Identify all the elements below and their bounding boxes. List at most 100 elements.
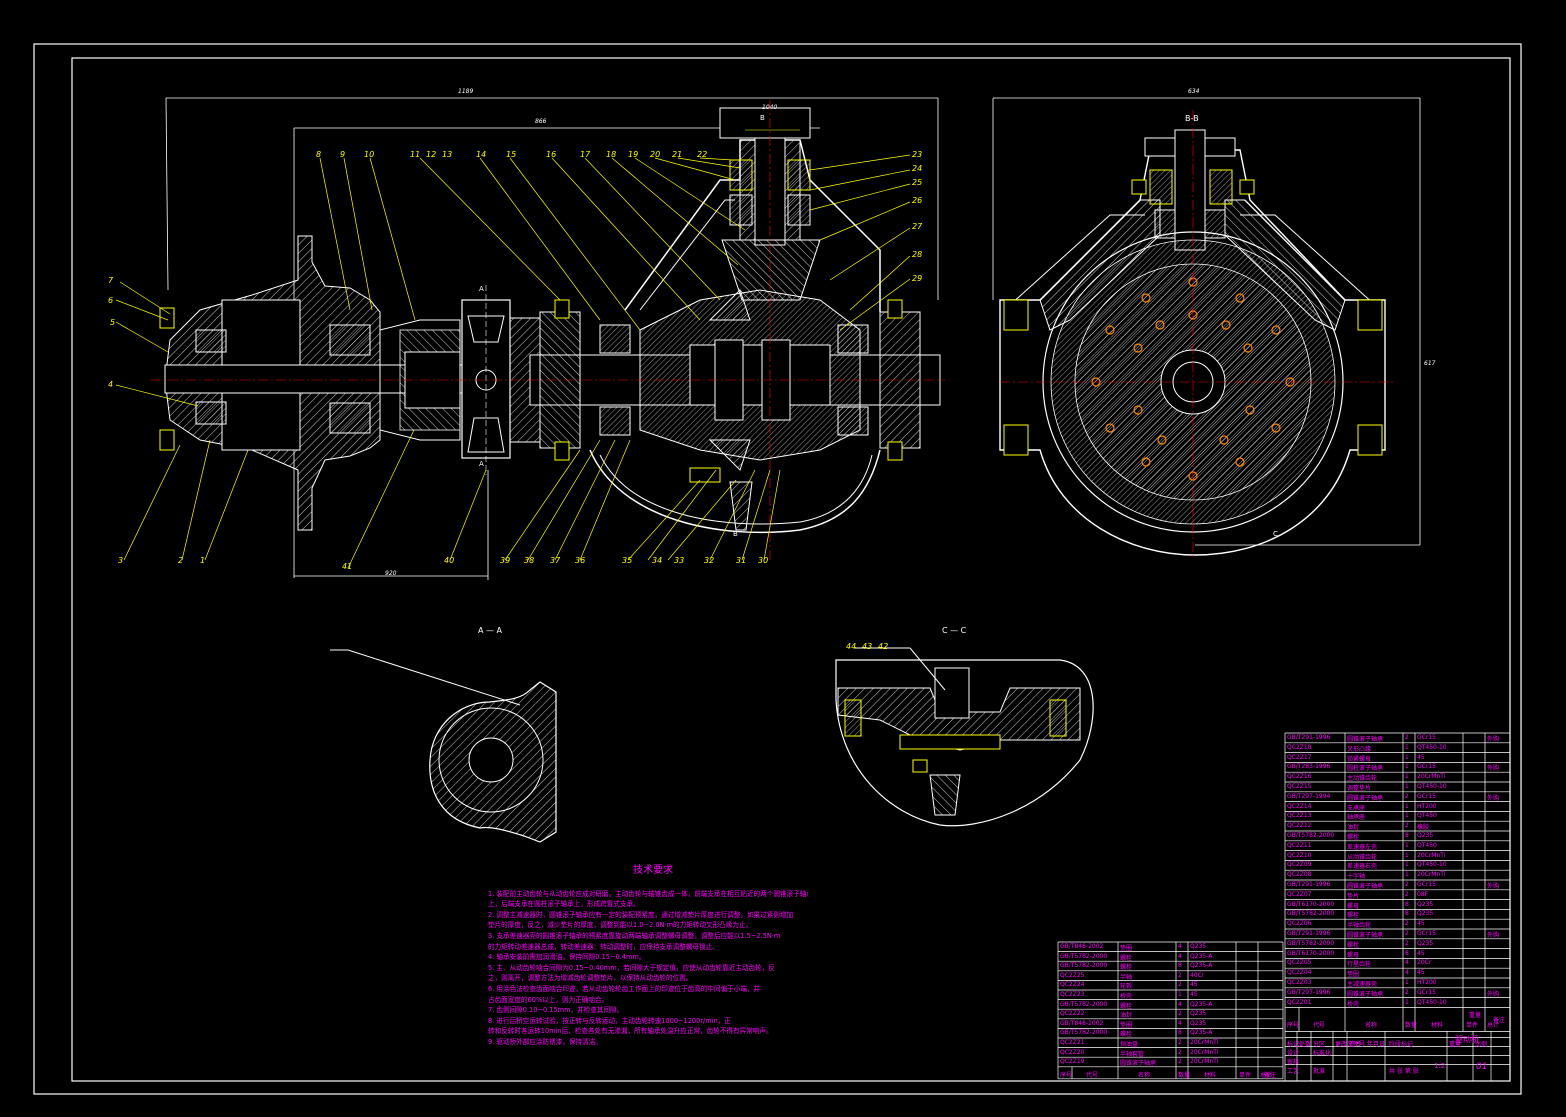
part-callout: 22 bbox=[697, 150, 708, 159]
part-callout: 1 bbox=[200, 556, 206, 565]
bom-part-code: QC2Z18 bbox=[1287, 743, 1312, 751]
bom-part-qty: 1 bbox=[1405, 753, 1409, 761]
bom-part-qty: 2 bbox=[1405, 881, 1409, 888]
drawing-number: 01 bbox=[1476, 1062, 1488, 1072]
bom-part-code: QC2Z22 bbox=[1060, 1010, 1085, 1018]
bom-part-qty: 1 bbox=[1405, 802, 1409, 810]
part-callout: 7 bbox=[108, 276, 114, 285]
section-aa-view bbox=[330, 649, 557, 843]
bom-header: 单件 bbox=[1466, 1022, 1479, 1030]
bom-part-name: 轴承座 bbox=[1347, 814, 1366, 822]
bom-part-code: QC2Z23 bbox=[1060, 991, 1085, 998]
bom-part-material: 20CrMnTi bbox=[1190, 1048, 1219, 1056]
bom-part-code: GB/T5782-2000 bbox=[1060, 1000, 1108, 1008]
bom-part-qty: 1 bbox=[1405, 783, 1409, 790]
bom-part-note: 外购 bbox=[1487, 883, 1500, 890]
bom-part-code: QC2Z20 bbox=[1060, 1048, 1085, 1056]
part-callout: 21 bbox=[672, 150, 683, 159]
requirement-line: 转和反转时各运转10min后，检查各处有无渗漏，所有轴承处温升应正常，齿轮不得有… bbox=[488, 1027, 773, 1036]
bom-part-qty: 8 bbox=[1405, 900, 1409, 908]
requirement-line: 垫片的厚度，反之，减少垫片的厚度，调整到能以1.0~2.0N·m的力矩转动叉形凸… bbox=[488, 921, 753, 930]
bom-part-qty: 2 bbox=[1178, 971, 1182, 979]
bom-part-qty: 2 bbox=[1405, 920, 1409, 928]
bom-part-material: Q235 bbox=[1417, 832, 1434, 839]
bom-part-code: QC2Z25 bbox=[1060, 971, 1085, 979]
bom-part-qty: 2 bbox=[1178, 981, 1182, 989]
drawing-scale: 1:2 bbox=[1434, 1062, 1446, 1070]
view-marker: B bbox=[733, 530, 738, 538]
bom-part-qty: 1 bbox=[1405, 851, 1409, 859]
bom-part-name: 行星齿轮 bbox=[1347, 961, 1372, 969]
bom-part-qty: 4 bbox=[1178, 1000, 1182, 1008]
dimension-height: 617 bbox=[1424, 360, 1436, 367]
bom-part-material: GCr15 bbox=[1417, 792, 1436, 800]
section-title-cc: C — C bbox=[942, 626, 967, 635]
bom-part-material: GCr15 bbox=[1417, 930, 1436, 937]
dimension-side-width: 634 bbox=[1188, 88, 1200, 95]
bom-header: 单件 bbox=[1239, 1071, 1252, 1079]
bom-part-code: GB/T848-2002 bbox=[1060, 1019, 1104, 1027]
part-callout: 23 bbox=[912, 150, 923, 159]
bom-part-qty: 1 bbox=[1405, 743, 1409, 751]
bom-part-name: 螺栓 bbox=[1120, 964, 1133, 972]
requirement-line: 5. 主、从动齿轮啮合间隙为0.15~0.40mm，若间隙大于规定值，应使从动齿… bbox=[488, 963, 775, 972]
part-callout: 43 bbox=[862, 642, 873, 651]
bom-part-code: QC2Z13 bbox=[1287, 812, 1312, 820]
bom-part-name: 桥壳 bbox=[1347, 1000, 1360, 1008]
bom-part-qty: 2 bbox=[1405, 939, 1409, 947]
bom-part-note: 外购 bbox=[1487, 932, 1500, 939]
bom-part-code: QC2Z10 bbox=[1287, 851, 1312, 859]
bom-part-qty: 2 bbox=[1405, 734, 1409, 741]
bom-part-code: QC2Z01 bbox=[1287, 998, 1312, 1006]
bom-part-material: GCr15 bbox=[1417, 763, 1436, 771]
part-callout: 9 bbox=[340, 150, 346, 159]
bom-part-material: 20Cr bbox=[1417, 959, 1432, 967]
requirement-line: 1. 装配前主动齿轮与从动齿轮应成对研磨，主动齿轮与轴锥齿成一体，前端支承在相互… bbox=[488, 889, 808, 898]
bom-part-name: 垫片 bbox=[1347, 892, 1360, 900]
part-callout: 44 bbox=[846, 642, 857, 651]
bom-part-material: 45 bbox=[1417, 920, 1425, 928]
bom-part-code: QC2Z21 bbox=[1060, 1039, 1085, 1046]
bom-part-name: 半轴 bbox=[1120, 973, 1133, 981]
part-callout: 32 bbox=[704, 556, 715, 565]
bom-part-material: Q235-A bbox=[1190, 1029, 1213, 1037]
part-callout: 41 bbox=[342, 562, 353, 571]
bom-part-code: QC2Z03 bbox=[1287, 979, 1312, 986]
bom-part-material: QT450-10 bbox=[1417, 743, 1447, 751]
bom-part-name: 十字轴 bbox=[1347, 873, 1366, 881]
bom-header: 数量 bbox=[1178, 1071, 1191, 1079]
part-callout: 8 bbox=[316, 150, 322, 159]
bom-part-material: GCr15 bbox=[1417, 988, 1436, 996]
dimension-track: 866 bbox=[535, 118, 547, 125]
bom-part-material: QT450-10 bbox=[1417, 783, 1447, 790]
bom-part-material: 20CrMnTi bbox=[1190, 1058, 1219, 1066]
bom-part-material: Q235 bbox=[1190, 1010, 1207, 1018]
bom-part-qty: 1 bbox=[1178, 991, 1182, 998]
bom-part-qty: 1 bbox=[1405, 812, 1409, 820]
part-callout: 26 bbox=[912, 196, 923, 205]
part-callout: 10 bbox=[364, 150, 375, 159]
bom-part-material: 20CrMnTi bbox=[1417, 871, 1446, 879]
bom-part-qty: 1 bbox=[1405, 861, 1409, 869]
bom-part-material: 40Cr bbox=[1190, 971, 1205, 979]
part-callout: 20 bbox=[650, 150, 661, 159]
bom-header: 数量 bbox=[1405, 1022, 1418, 1030]
bom-part-name: 差速器左壳 bbox=[1347, 843, 1378, 851]
technical-requirements: 技术要求 1. 装配前主动齿轮与从动齿轮应成对研磨，主动齿轮与轴锥齿成一体，前端… bbox=[488, 865, 808, 1048]
bom-part-name: 锁紧螺母 bbox=[1347, 755, 1372, 763]
bom-part-material: 45 bbox=[1190, 991, 1198, 998]
part-callout: 36 bbox=[575, 556, 586, 565]
bom-part-name: 垫圈 bbox=[1120, 1021, 1133, 1029]
bom-part-material: 20CrMnTi bbox=[1417, 851, 1446, 859]
bom-header: 序号 bbox=[1060, 1071, 1073, 1079]
bom-part-name: 半轴套管 bbox=[1120, 1050, 1145, 1058]
bom-part-name: 挡油盘 bbox=[1120, 1041, 1139, 1048]
part-callout: 12 bbox=[426, 150, 437, 159]
bom-part-material: 08F bbox=[1417, 890, 1429, 898]
part-callout: 18 bbox=[606, 150, 617, 159]
part-callout: 37 bbox=[550, 556, 561, 565]
bom-part-material: HT200 bbox=[1417, 802, 1437, 810]
requirement-line: 7. 齿侧间隙0.10~0.15mm，并检查其间隙。 bbox=[488, 1006, 624, 1015]
bom-part-qty: 8 bbox=[1405, 949, 1409, 957]
title-block-grid bbox=[1057, 732, 1511, 1082]
